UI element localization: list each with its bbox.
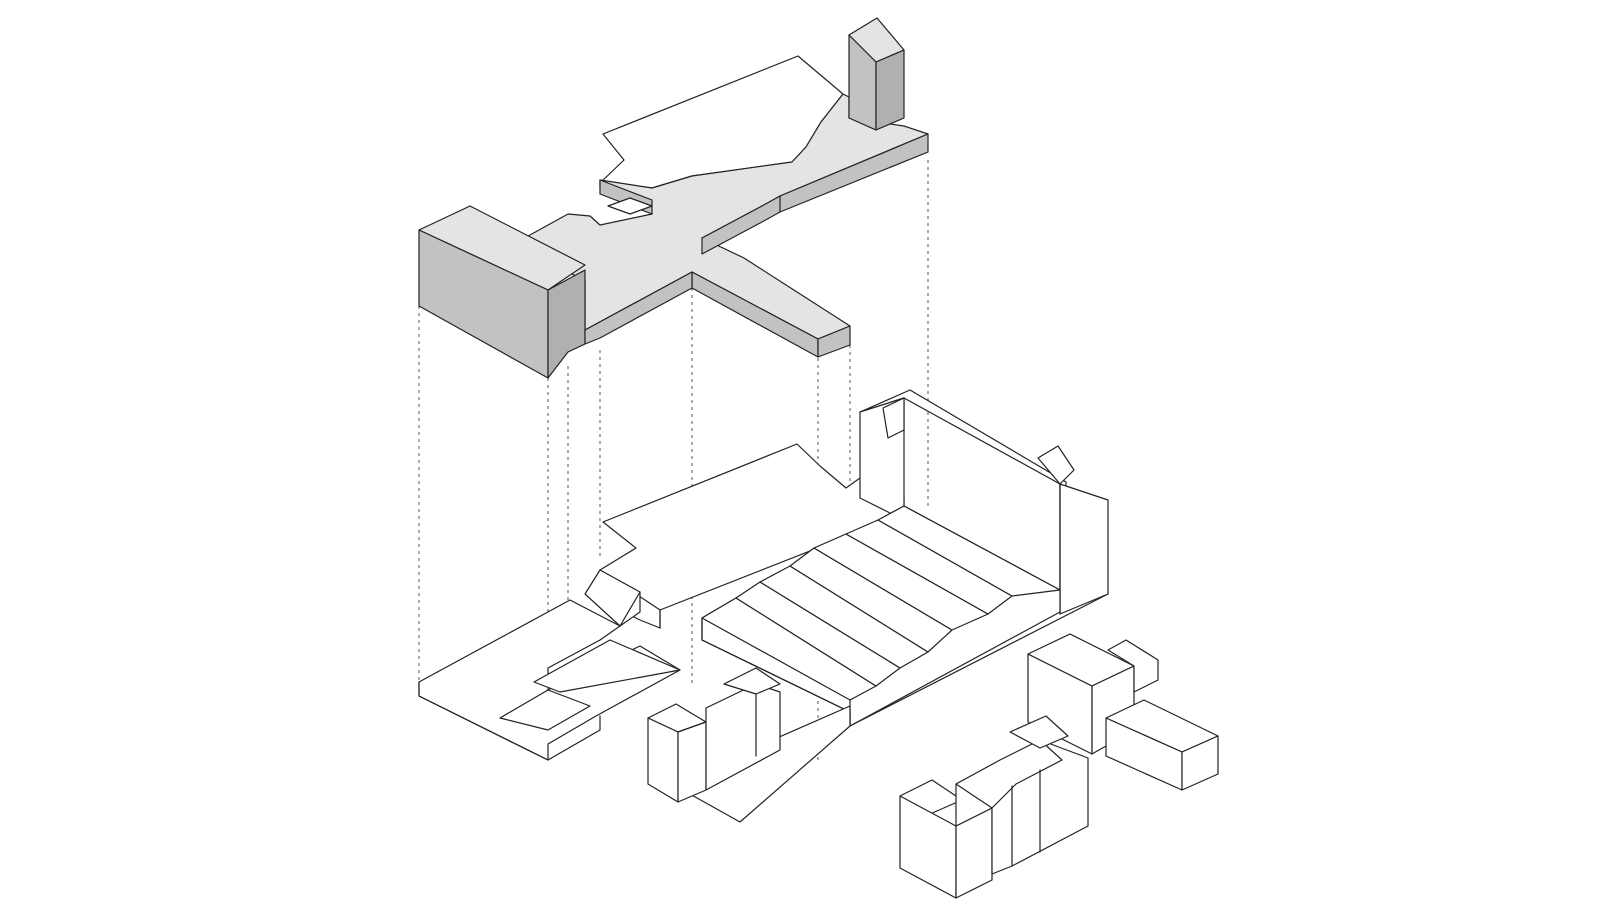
walkway-right-edge — [701, 133, 929, 255]
big-block-right-face — [547, 269, 586, 379]
tower-right-face — [875, 49, 905, 131]
ground-slab-ramp — [533, 639, 681, 693]
small-sloped-unit — [584, 569, 641, 627]
sawtooth-roof-building — [701, 505, 1109, 727]
walkway-front-edge-end — [817, 325, 851, 358]
house-2-roof — [723, 667, 781, 695]
house-3-annex — [1107, 639, 1159, 693]
existing-site — [418, 389, 1109, 823]
tall-block-gable — [882, 397, 905, 439]
walkway-lower-edge — [584, 271, 693, 345]
house-1-front — [647, 717, 679, 803]
proposed-volume — [418, 17, 929, 379]
house-4-side — [1181, 735, 1219, 791]
courtyard-paving — [671, 705, 851, 823]
walkway-opening — [607, 197, 653, 215]
tall-block-side — [1059, 483, 1109, 615]
ground-slab-recess — [499, 689, 591, 731]
neighbouring-houses — [647, 633, 1219, 899]
house-5-front — [899, 795, 957, 899]
house-1-side — [677, 721, 707, 803]
house-6-roof — [955, 739, 1063, 809]
house-7-roof — [1009, 715, 1069, 749]
tall-block-dormer — [1037, 445, 1075, 485]
